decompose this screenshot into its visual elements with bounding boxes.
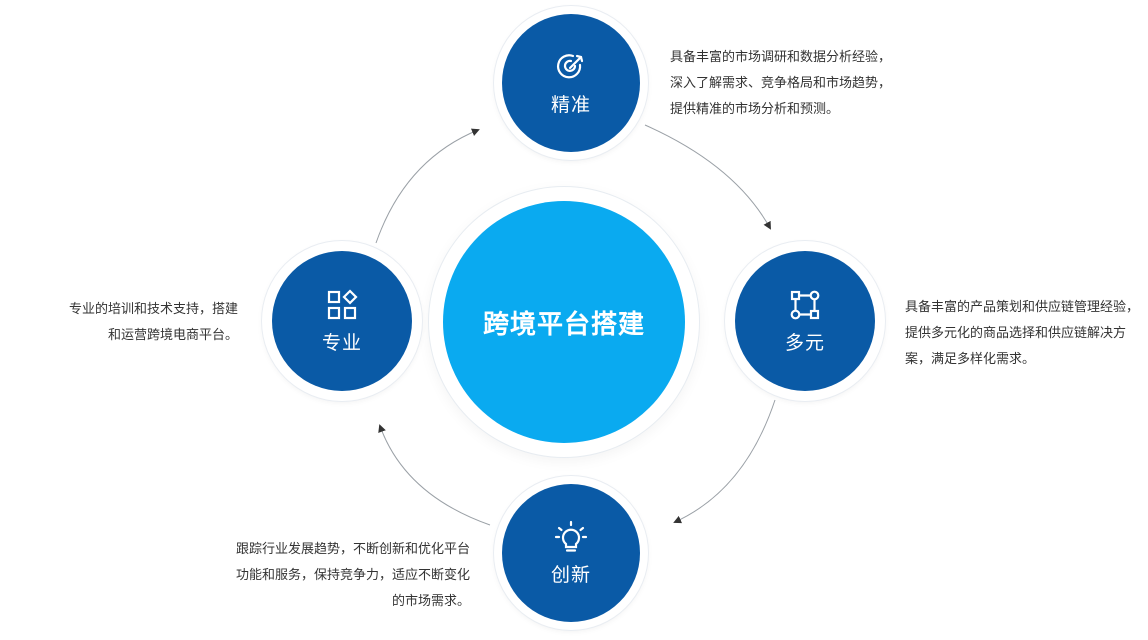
arc-right-to-bottom: [673, 399, 776, 524]
node-precise: 精准: [494, 6, 648, 160]
lightbulb-icon: [554, 520, 588, 552]
node-diverse-label: 多元: [784, 331, 825, 354]
center-node-fill: 跨境平台搭建: [443, 201, 685, 443]
node-professional-label: 专业: [321, 331, 362, 354]
desc-innovation: 跟踪行业发展趋势，不断创新和优化平台 功能和服务，保持竞争力，适应不断变化 的市…: [235, 542, 470, 609]
node-professional-fill: 专业: [272, 251, 412, 391]
nodes-square-icon: [790, 290, 820, 319]
center-node: 跨境平台搭建: [429, 187, 699, 457]
arc-left-to-top: [375, 128, 480, 244]
node-innovation: 创新: [494, 476, 648, 630]
node-professional: 专业: [262, 241, 422, 401]
node-precise-fill: 精准: [502, 14, 640, 152]
desc-diverse: 具备丰富的产品策划和供应链管理经验， 提供多元化的商品选择和供应链解决方 案，满…: [905, 300, 1140, 367]
desc-professional: 专业的培训和技术支持，搭建 和运营跨境电商平台。: [68, 302, 238, 343]
node-precise-label: 精准: [550, 93, 591, 116]
node-diverse-fill: 多元: [735, 251, 875, 391]
grid-shapes-icon: [327, 288, 358, 319]
node-innovation-label: 创新: [550, 563, 591, 586]
desc-precise: 具备丰富的市场调研和数据分析经验， 深入了解需求、竞争格局和市场趋势， 提供精准…: [670, 50, 892, 117]
center-title: 跨境平台搭建: [482, 309, 645, 340]
arc-bottom-to-left: [378, 424, 491, 526]
arc-top-to-right: [644, 124, 771, 230]
node-innovation-fill: 创新: [502, 484, 640, 622]
target-icon: [556, 53, 584, 78]
node-diverse: 多元: [725, 241, 885, 401]
